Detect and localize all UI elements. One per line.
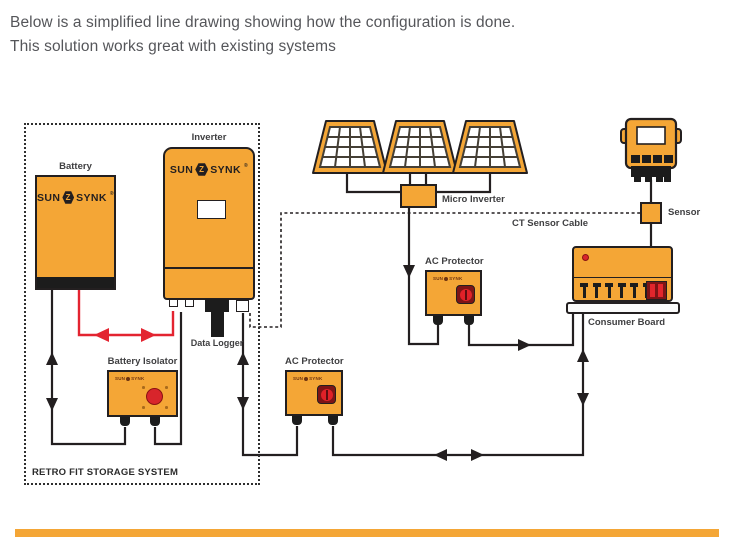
wire-panels-to-micro-inverter — [345, 173, 492, 194]
breaker-switch — [605, 283, 613, 298]
ct-sensor-cable-dashed-line — [249, 212, 640, 328]
battery-label: Battery — [59, 161, 92, 172]
rotary-switch-icon — [317, 385, 336, 404]
main-switch — [646, 281, 667, 300]
sunsynk-hexagon-icon: Z — [62, 191, 75, 204]
ac-protector-terminal — [328, 416, 338, 425]
inverter-ct-port — [236, 300, 249, 312]
micro-inverter-unit — [400, 184, 437, 208]
sensor-label: Sensor — [668, 207, 701, 218]
isolator-terminal — [150, 417, 160, 426]
sunsynk-logo: SUN Z SYNK® — [169, 163, 249, 176]
wire-inverter-to-ac-protector-lower — [241, 313, 299, 457]
wire-battery-inverter-dc-red — [77, 290, 175, 337]
consumer-board-unit — [572, 246, 673, 302]
rotary-switch-icon — [456, 285, 475, 304]
inverter-display-screen — [197, 200, 226, 219]
retrofit-storage-system-boundary: RETRO FIT STORAGE SYSTEM — [24, 123, 260, 485]
wire-battery-to-isolator — [50, 290, 127, 446]
consumer-board-divider — [574, 277, 671, 278]
breaker-switch — [630, 283, 638, 298]
isolator-button-icon — [146, 388, 163, 405]
heading-line-2: This solution works great with existing … — [10, 38, 337, 55]
screw-dot — [165, 406, 168, 409]
breaker-switch-row — [580, 283, 651, 298]
ac-protector-terminal — [464, 316, 474, 325]
wire-isolator-to-inverter — [153, 312, 183, 446]
bottom-accent-bar — [15, 529, 719, 537]
data-logger-plug — [205, 299, 229, 312]
screw-dot — [165, 386, 168, 389]
consumer-board-label: Consumer Board — [588, 317, 666, 328]
screw-dot — [142, 406, 145, 409]
electric-meter-icon — [620, 117, 682, 182]
breaker-switch — [617, 283, 626, 298]
inverter-label: Inverter — [191, 132, 227, 143]
sunsynk-hexagon-icon: Z — [195, 163, 209, 176]
data-logger-dongle — [211, 312, 224, 337]
wire-ac-protector-upper-to-consumer-board — [467, 314, 575, 347]
screw-dot — [142, 386, 145, 389]
flow-arrows-red — [94, 328, 156, 342]
battery-base — [37, 277, 114, 288]
ac-protector-terminal — [433, 316, 443, 325]
breaker-switch — [580, 283, 588, 298]
battery-isolator-label: Battery Isolator — [107, 356, 178, 367]
retrofit-storage-system-label: RETRO FIT STORAGE SYSTEM — [32, 467, 179, 478]
ac-protector-upper-label: AC Protector — [425, 256, 484, 267]
solar-panel-icon-2 — [382, 120, 458, 174]
solar-panel-icon-1 — [312, 120, 388, 174]
micro-inverter-label: Micro Inverter — [442, 194, 505, 205]
inverter-port — [185, 299, 194, 307]
consumer-board-base — [566, 302, 680, 314]
consumer-board-led — [582, 254, 589, 261]
flow-arrows-black — [46, 265, 589, 461]
ct-sensor-unit — [640, 202, 662, 224]
ac-protector-lower-label: AC Protector — [285, 356, 344, 367]
inverter-port — [169, 299, 178, 307]
wire-ac-protector-lower-to-consumer-board — [331, 314, 585, 457]
inverter-panel-divider — [165, 267, 253, 269]
solar-panel-icon-3 — [452, 120, 528, 174]
inverter-unit: SUN Z SYNK® — [163, 147, 255, 300]
ac-protector-terminal — [292, 416, 302, 425]
battery-unit: SUN Z SYNK® — [35, 175, 116, 290]
isolator-terminal — [120, 417, 130, 426]
breaker-switch — [592, 283, 601, 298]
data-logger-label: Data Logger — [190, 338, 244, 348]
sunsynk-logo: SUN Z SYNK® — [37, 191, 114, 204]
ct-sensor-cable-label: CT Sensor Cable — [511, 218, 588, 229]
heading-line-1: Below is a simplified line drawing showi… — [10, 14, 516, 31]
